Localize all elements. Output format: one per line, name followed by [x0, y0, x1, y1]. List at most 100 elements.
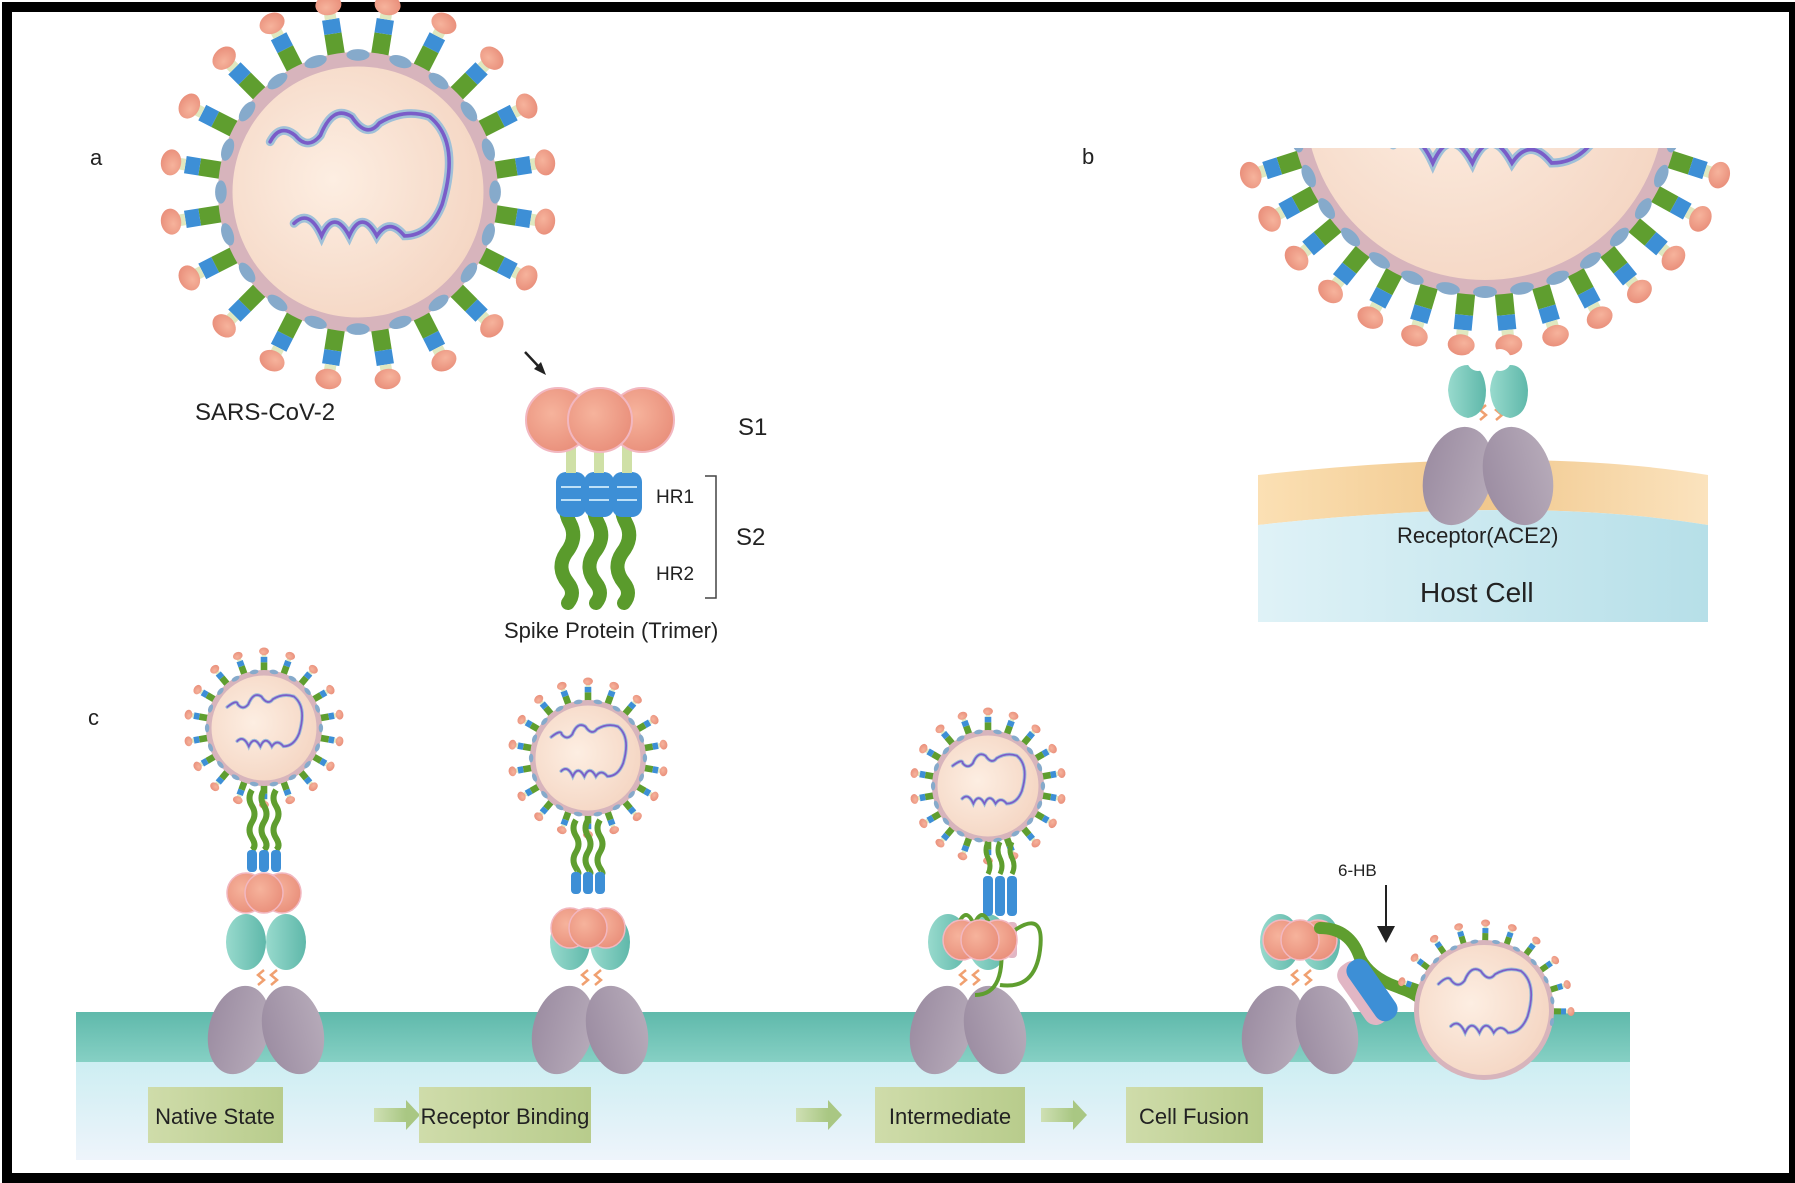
hr1-stalk — [1644, 231, 1668, 256]
spike — [583, 677, 593, 702]
spike — [983, 707, 993, 732]
hr1-label: HR1 — [656, 487, 694, 508]
linker — [1330, 276, 1345, 290]
membrane-protein — [314, 704, 321, 713]
panel-c-letter: c — [88, 705, 99, 730]
hr1-stalk — [1410, 304, 1432, 324]
membrane-protein — [267, 72, 288, 90]
s1-head — [326, 761, 335, 772]
nucleocapsid — [1389, 148, 1594, 174]
spike — [1454, 923, 1467, 945]
hr1-domain — [556, 472, 642, 517]
hr1-stalk — [193, 712, 200, 720]
s1-head — [212, 314, 236, 338]
hr1-stalk — [1369, 286, 1393, 309]
membrane-protein — [628, 717, 635, 726]
hr1-stalk — [517, 766, 524, 774]
hr2-stalk — [1414, 281, 1439, 310]
hr1-stalk — [228, 299, 251, 322]
hr1-stalk — [984, 716, 992, 723]
stage-label: Native State — [155, 1104, 275, 1129]
membrane-protein — [1040, 781, 1046, 791]
s1-head — [480, 46, 504, 70]
hr1-stalk — [1556, 983, 1564, 991]
linker — [538, 811, 544, 817]
spike — [492, 149, 556, 180]
ace2-receptor — [1422, 349, 1554, 526]
panel-b-letter: b — [1082, 144, 1094, 169]
membrane-protein — [1530, 958, 1537, 966]
membrane-protein — [555, 705, 564, 712]
hr1-strand — [271, 850, 281, 872]
hr1-stalk — [1527, 942, 1536, 951]
hr1-stalk — [193, 736, 200, 744]
spike — [1284, 216, 1344, 271]
membrane-protein — [207, 704, 214, 713]
hr1-stalk — [607, 818, 616, 827]
hr1-stalk — [1545, 960, 1553, 969]
s1-head — [1567, 1007, 1575, 1017]
hr2-strand — [1007, 840, 1017, 876]
linker — [324, 761, 330, 767]
s1-head — [285, 796, 296, 805]
membrane-protein — [1546, 270, 1569, 285]
s1-head — [515, 265, 538, 291]
hr1-stalk — [1041, 748, 1050, 758]
linker — [940, 837, 946, 843]
membrane-protein — [638, 734, 645, 743]
spike — [298, 769, 318, 792]
linker — [1030, 729, 1036, 735]
s1-head — [957, 852, 968, 861]
membrane-protein — [1026, 817, 1034, 825]
s1-head — [1401, 324, 1428, 347]
hr1-stalk — [423, 32, 446, 54]
membrane-protein — [974, 837, 983, 843]
hr2-stalk — [562, 810, 572, 821]
hr2-strand — [983, 840, 993, 876]
s1-head — [609, 826, 620, 835]
spike — [492, 204, 556, 235]
hr1-stalk — [584, 686, 592, 693]
membrane-protein — [288, 675, 297, 682]
linker — [632, 811, 638, 817]
s1-head — [609, 681, 620, 690]
s1-head — [160, 208, 182, 235]
membrane-protein — [1634, 198, 1652, 220]
virion — [160, 0, 556, 390]
stalk-linker — [566, 445, 632, 473]
s1-head — [534, 812, 544, 822]
membrane-protein — [628, 790, 635, 799]
hr1-stalk — [524, 787, 533, 797]
hr1-stalk — [228, 62, 251, 85]
s1-head — [232, 651, 243, 660]
hr1-stalk — [919, 793, 926, 802]
hr2-stalk — [370, 326, 392, 352]
spike — [319, 709, 344, 722]
linker — [1433, 939, 1439, 944]
spike — [1626, 216, 1686, 271]
spike — [1239, 150, 1305, 189]
hr2-stalk — [1276, 150, 1305, 175]
s1-head — [1357, 306, 1384, 329]
membrane-protein — [1609, 227, 1629, 247]
spike — [280, 780, 296, 805]
spike — [160, 204, 224, 235]
hr2-stalk — [370, 32, 392, 58]
spike — [957, 836, 973, 861]
s1-head — [556, 826, 567, 835]
panel-a-letter: a — [90, 145, 103, 170]
hr2-stalk — [562, 695, 572, 706]
membrane-protein — [267, 294, 288, 312]
spike — [1003, 711, 1019, 736]
membrane-protein — [1432, 957, 1440, 964]
hr1-stalk — [319, 689, 328, 699]
hr1-stalk — [627, 806, 637, 815]
ace2-body — [261, 985, 325, 1075]
hr2-stalk — [1041, 792, 1052, 801]
hb-annotation: 6-HB — [1338, 861, 1395, 943]
s1-head — [1563, 980, 1571, 989]
s1-heads — [525, 387, 675, 453]
s1-head — [910, 794, 919, 804]
membrane-protein — [612, 804, 621, 811]
